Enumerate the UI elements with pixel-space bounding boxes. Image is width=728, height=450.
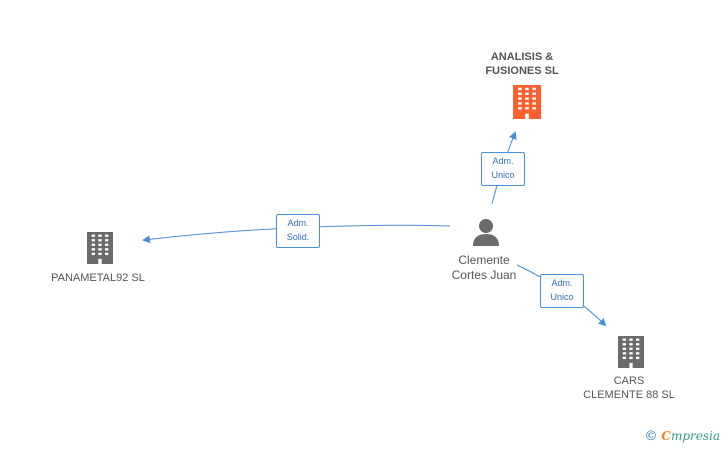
building-window [629,352,633,355]
building-window [518,87,522,91]
building-window [532,102,536,105]
edge-label-line2: Solid. [286,232,310,242]
building-window [635,343,640,346]
edge-label-line1: Adm. [492,156,514,166]
company-label-line1: CARS [613,375,645,387]
company-label-line1: ANALISIS & [490,51,554,63]
person-label[interactable]: Clemente Cortes Juan [436,253,532,283]
building-window [622,347,627,350]
building-window [622,352,627,355]
edge-label-adm-unico-cars: Adm. Unico [540,274,584,308]
building-window [532,107,536,110]
building-window [622,338,627,341]
brand-initial: C [661,429,671,443]
company-label-panametal[interactable]: PANAMETAL92 SL [40,271,156,285]
edge-label-line1: Adm. [287,218,309,228]
building-window [91,234,96,237]
building-window [629,338,633,341]
building-window [525,102,529,105]
building-door [98,258,102,264]
copyright-symbol: © [644,429,658,444]
building-icon[interactable] [618,336,644,368]
building-window [91,252,96,256]
building-window [629,343,633,346]
building-window [635,352,640,355]
edge-label-adm-unico-analisis: Adm. Unico [481,152,525,186]
company-label-cars[interactable]: CARS CLEMENTE 88 SL [574,374,684,402]
building-window [525,92,529,95]
building-window [518,102,522,105]
building-window [635,338,640,341]
building-window [91,243,96,246]
building-window [635,347,640,350]
building-window [525,87,529,91]
company-label-analisis[interactable]: ANALISIS & FUSIONES SL [467,50,577,78]
building-window [532,87,536,91]
building-window [532,97,536,100]
building-window [98,248,102,251]
edge-label-line2: Unico [491,170,515,180]
edge-label-line1: Adm. [551,278,573,288]
company-label-text: PANAMETAL92 SL [51,272,145,284]
building-icon[interactable] [513,85,541,119]
building-icon[interactable] [87,232,113,264]
building-window [104,234,109,237]
building-window [104,252,109,256]
building-door [525,113,529,119]
building-window [629,347,633,350]
empresia-watermark: © Cmpresia [645,429,720,444]
building-window [532,92,536,95]
edge-label-line2: Unico [550,292,574,302]
company-label-line2: CLEMENTE 88 SL [583,389,675,401]
building-window [525,97,529,100]
building-window [104,248,109,251]
brand-name: mpresia [670,429,720,443]
building-window [104,239,109,242]
person-label-line2: Cortes Juan [451,268,517,282]
person-icon[interactable] [473,219,499,246]
building-window [525,107,529,110]
building-window [622,356,627,360]
building-window [629,356,633,360]
building-window [518,97,522,100]
edge-label-adm-solid-panametal: Adm. Solid. [276,214,320,248]
building-window [91,248,96,251]
building-window [98,252,102,256]
building-window [91,239,96,242]
building-window [518,107,522,110]
building-window [518,92,522,95]
building-window [98,243,102,246]
person-label-line1: Clemente [458,253,510,267]
company-label-line2: FUSIONES SL [485,65,559,77]
building-window [98,234,102,237]
building-window [635,356,640,360]
building-window [622,343,627,346]
building-window [98,239,102,242]
building-door [629,362,633,368]
building-window [104,243,109,246]
